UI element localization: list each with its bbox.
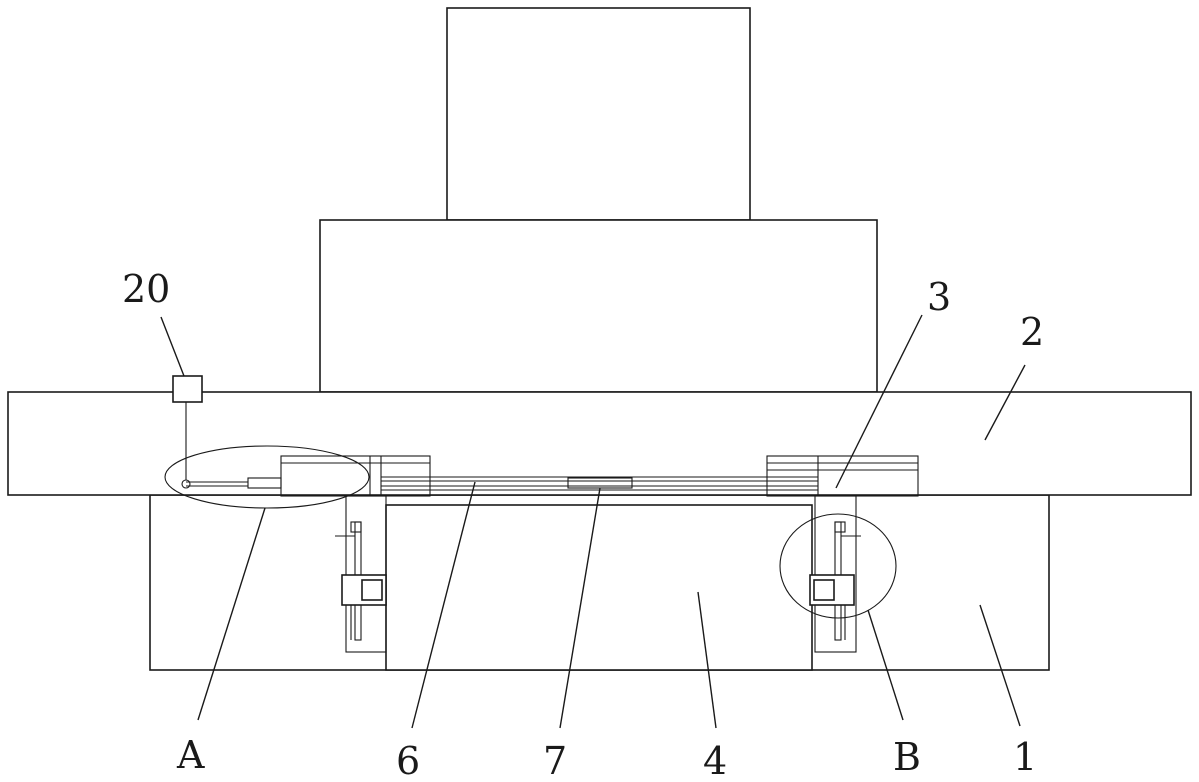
detail-circle-B xyxy=(779,513,897,619)
left-rod xyxy=(181,477,282,489)
middle-block xyxy=(319,219,878,393)
sensor-box-part-20 xyxy=(172,375,203,403)
label-4: 4 xyxy=(703,739,727,782)
leader-20 xyxy=(160,316,185,377)
label-3: 3 xyxy=(927,275,951,319)
leader-3 xyxy=(835,314,923,489)
label-20: 20 xyxy=(122,267,170,311)
top-block xyxy=(446,7,751,221)
leader-2 xyxy=(984,364,1026,441)
leader-6 xyxy=(411,481,476,729)
leader-A xyxy=(197,507,266,721)
right-slide-housing xyxy=(766,455,919,497)
leader-B xyxy=(867,609,904,721)
label-1: 1 xyxy=(1013,735,1037,779)
left-column xyxy=(335,495,387,653)
label-A: A xyxy=(176,733,205,777)
detail-circle-A xyxy=(164,445,370,509)
recess-part-4 xyxy=(385,504,813,671)
leader-1 xyxy=(979,604,1021,727)
leader-7 xyxy=(559,487,601,729)
leader-4 xyxy=(697,591,717,729)
right-column xyxy=(809,495,861,653)
label-2: 2 xyxy=(1020,310,1044,354)
label-7: 7 xyxy=(543,739,567,782)
label-B: B xyxy=(893,735,921,779)
label-6: 6 xyxy=(396,739,420,782)
